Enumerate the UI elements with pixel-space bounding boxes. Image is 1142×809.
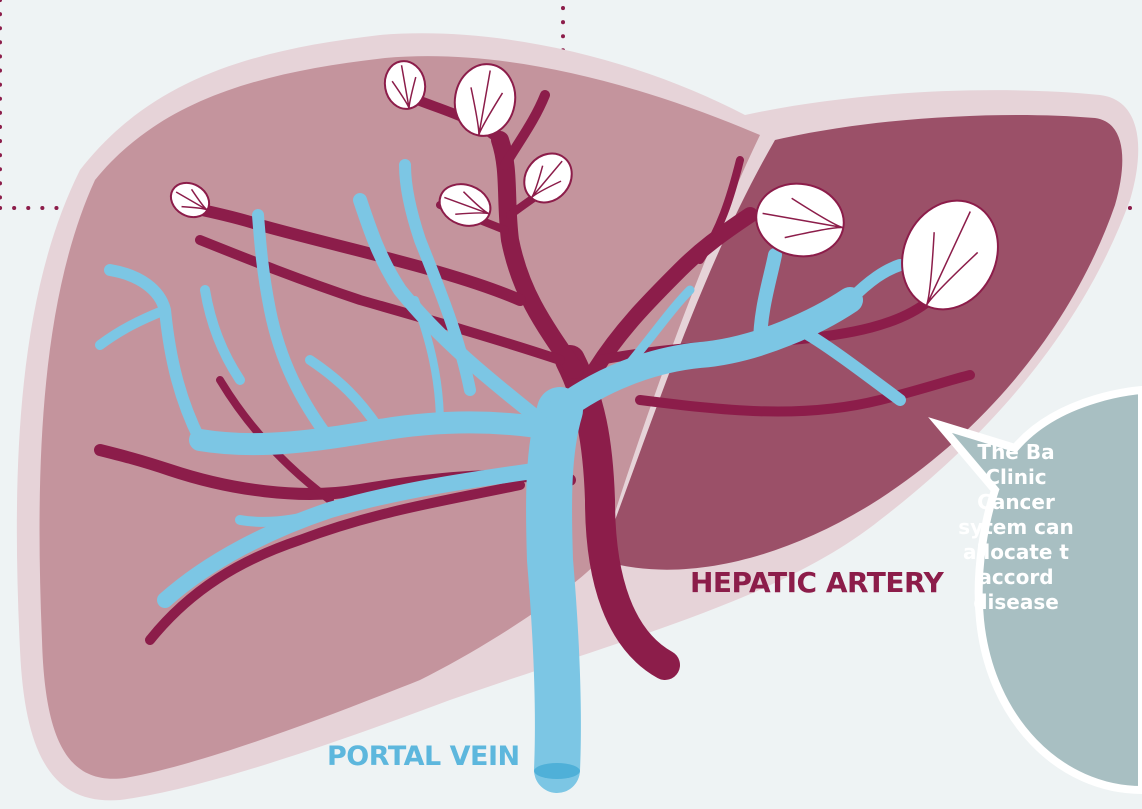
callout-line: allocate t <box>921 540 1111 565</box>
callout-line: disease <box>921 590 1111 615</box>
portal-vein-opening <box>534 763 580 779</box>
callout-line: Cancer <box>921 490 1111 515</box>
callout-line: The Ba <box>921 440 1111 465</box>
callout-text: The Ba Clinic Cancer sytem can allocate … <box>921 440 1111 615</box>
callout-line: sytem can <box>921 515 1111 540</box>
portal-vein-label: PORTAL VEIN <box>327 741 520 772</box>
callout-line: Clinic <box>921 465 1111 490</box>
hepatic-artery-label: HEPATIC ARTERY <box>690 566 943 599</box>
callout-line: accord <box>921 565 1111 590</box>
